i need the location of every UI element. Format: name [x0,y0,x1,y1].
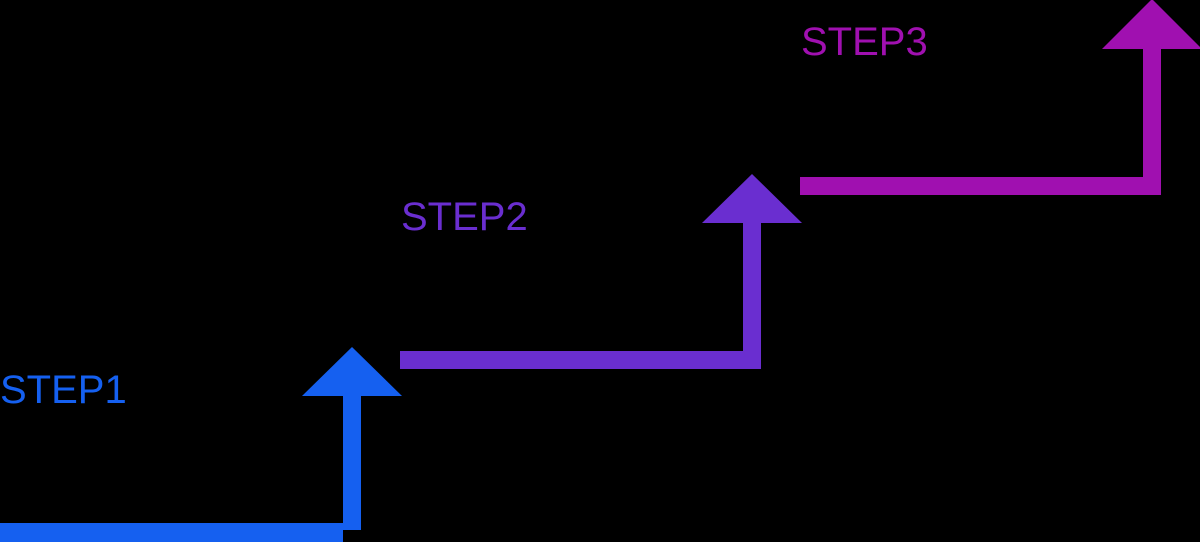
step2-label: STEP2 [401,195,528,239]
step3-arrow-head [1102,0,1200,49]
step2-arrow-shaft [743,217,761,369]
step3-label: STEP3 [801,20,928,64]
step3-arrow [800,0,1200,195]
step1-arrow-stem [0,395,361,542]
step2-arrow [400,174,802,369]
step3-arrow-stem [800,48,1161,195]
step1-arrow-shaft [343,390,361,530]
step2-arrow-stem [400,222,761,369]
step2-arrow-head [702,174,802,223]
step1-arrow [0,347,402,542]
step3-arrow-shaft [1143,43,1161,195]
step1-arrow-head [302,347,402,396]
step1-label: STEP1 [0,368,127,412]
